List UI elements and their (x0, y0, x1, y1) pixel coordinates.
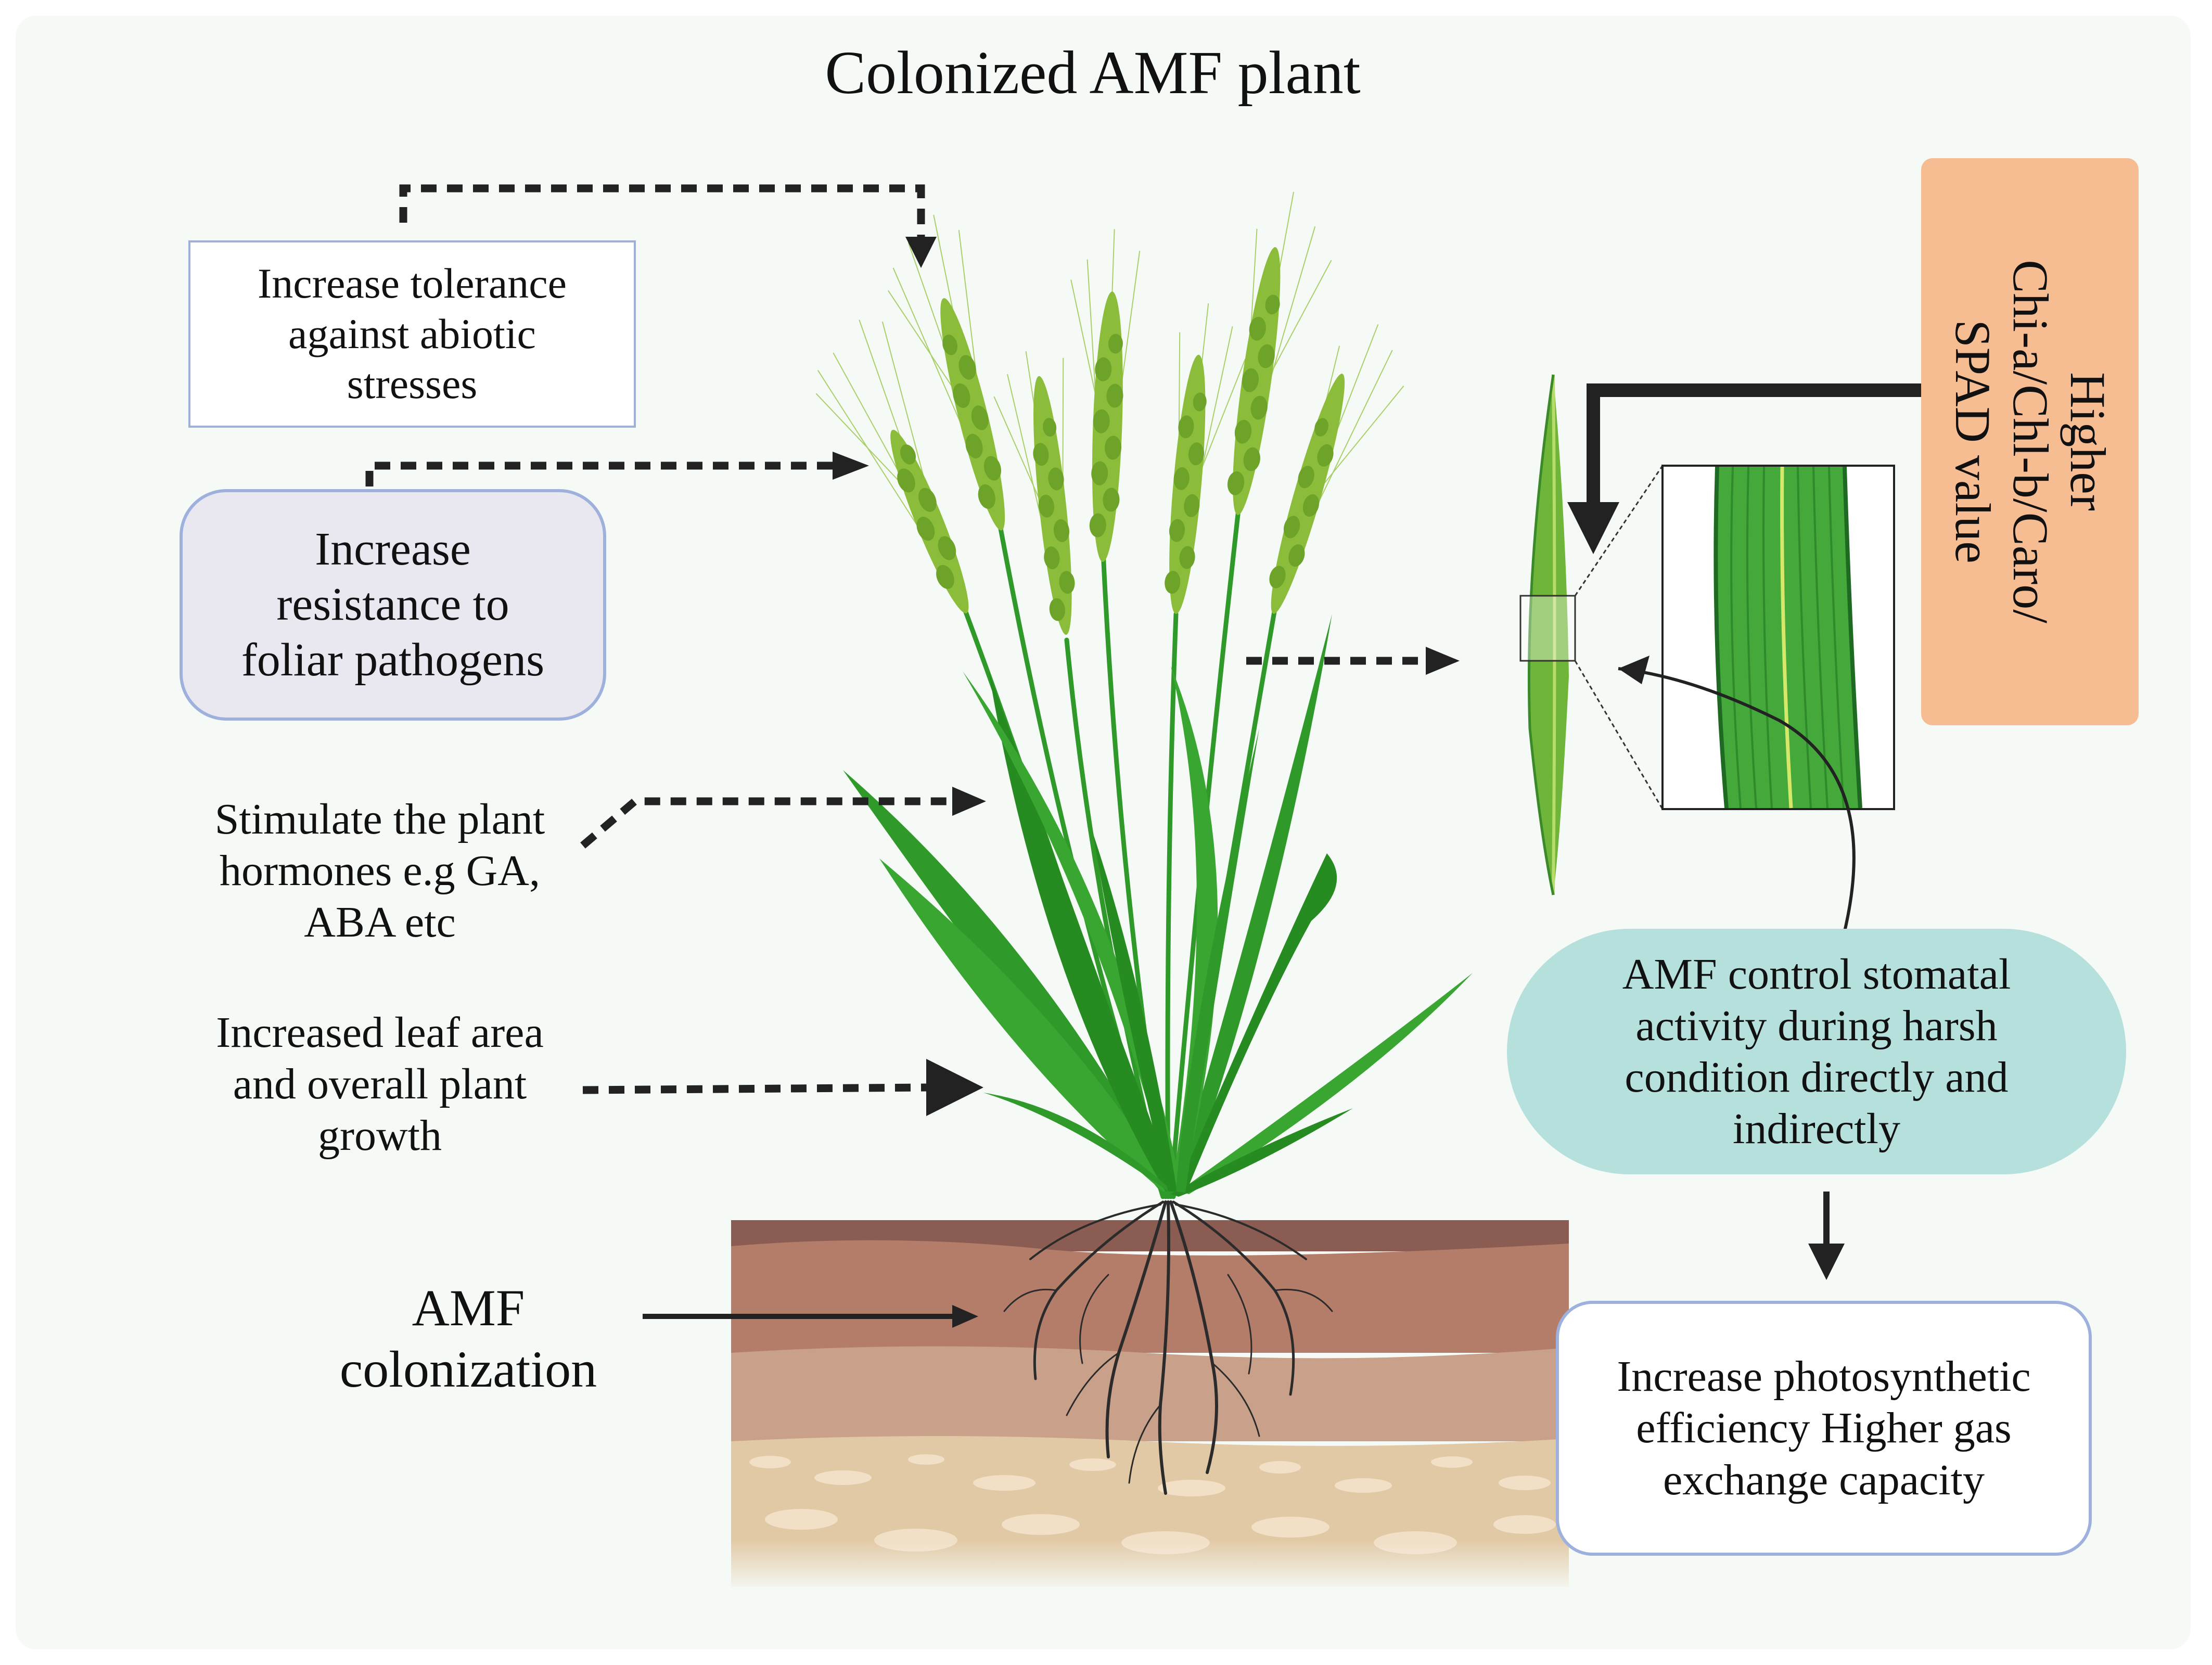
wheat-spike (1070, 229, 1141, 562)
leaf-area-line: Increased leaf area (216, 1008, 544, 1057)
wheat-spike (888, 214, 1005, 531)
colonization-line: AMF (412, 1279, 525, 1337)
colonization-line: colonization (339, 1340, 597, 1398)
leaf-area-line: and overall plant (233, 1060, 527, 1109)
resistance-line: foliar pathogens (241, 634, 545, 686)
chlorophyll-line: Chi-a/Chl-b/Caro/ (2002, 260, 2058, 624)
page-title: Colonized AMF plant (825, 39, 1361, 107)
colonization-label: AMF colonization (291, 1277, 645, 1400)
wheat-spike (1165, 303, 1246, 614)
arrow-tolerance (399, 184, 925, 237)
photosynthesis-line: exchange capacity (1663, 1455, 1985, 1504)
arrow-leaf-area (582, 1083, 927, 1094)
chlorophyll-line: Higher (2060, 372, 2116, 511)
leaf-area-label: Increased leaf area and overall plant gr… (177, 1007, 583, 1161)
chlorophyll-rotated-text: Higher Chi-a/Chl-b/Caro/ SPAD value (1944, 260, 2116, 624)
soil-mid-layer (731, 1240, 1569, 1353)
tolerance-line: Increase tolerance (257, 259, 567, 307)
tolerance-line: stresses (347, 360, 478, 408)
photosynthesis-box: Increase photosynthetic efficiency Highe… (1556, 1301, 2092, 1556)
resistance-line: Increase (315, 523, 471, 575)
tolerance-line: against abiotic (288, 310, 536, 357)
soil-low-layer (731, 1346, 1569, 1441)
stomatal-line: AMF control stomatal (1622, 950, 2011, 998)
resistance-box: Increase resistance to foliar pathogens (180, 489, 606, 721)
stomatal-line: activity during harsh (1635, 1001, 1998, 1050)
leaf-area-line: growth (318, 1111, 442, 1160)
plant-leaves (843, 614, 1473, 1197)
wheat-spike (993, 351, 1075, 635)
resistance-line: resistance to (276, 579, 509, 631)
wheat-spike (1227, 191, 1332, 515)
leaf-zoom-inset (1661, 465, 1895, 810)
soil-layers (731, 1220, 1569, 1592)
stomatal-line: indirectly (1733, 1105, 1900, 1154)
chlorophyll-box: Higher Chi-a/Chl-b/Caro/ SPAD value (1921, 158, 2139, 725)
stomatal-box: AMF control stomatal activity during har… (1507, 929, 2126, 1174)
plant-roots (1003, 1200, 1333, 1495)
arrow-chlorophyll (1587, 383, 1932, 502)
hormones-line: hormones e.g GA, (220, 847, 540, 895)
wheat-spike (815, 319, 969, 613)
hormones-line: Stimulate the plant (214, 795, 545, 843)
arrow-stomatal (1618, 667, 1856, 942)
photosynthesis-line: Increase photosynthetic (1617, 1352, 2031, 1401)
detached-leaf (1519, 374, 1664, 895)
zoom-region-box (1519, 595, 1576, 662)
hormones-label: Stimulate the plant hormones e.g GA, ABA… (177, 793, 583, 948)
wheat-spike (1269, 324, 1404, 614)
stomatal-line: condition directly and (1625, 1053, 2009, 1102)
hormones-line: ABA etc (304, 898, 456, 947)
wheat-spikes (815, 191, 1404, 635)
tolerance-box: Increase tolerance against abiotic stres… (188, 240, 636, 428)
soil-fade (731, 1540, 1569, 1592)
chlorophyll-line: SPAD value (1945, 319, 2001, 564)
photosynthesis-line: efficiency Higher gas (1636, 1404, 2012, 1453)
